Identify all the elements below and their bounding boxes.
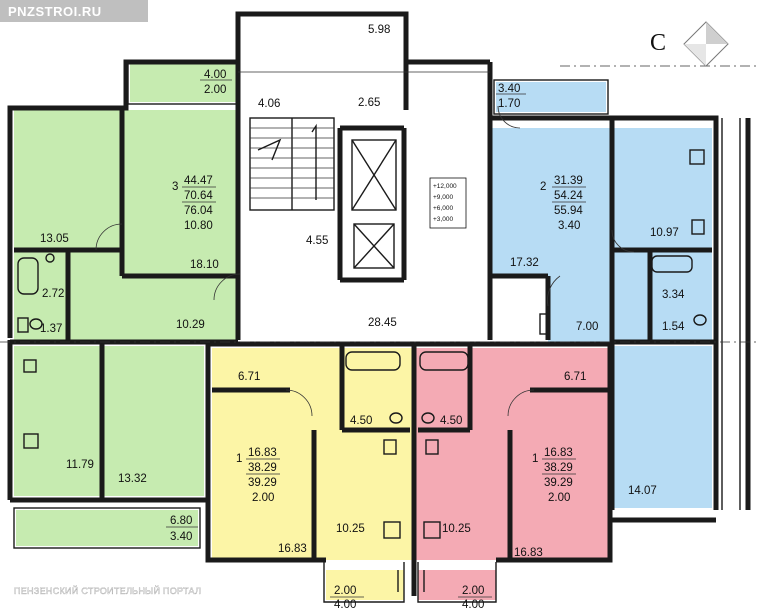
area-pink-1025: 10.25	[442, 523, 471, 535]
green-balcony-bottom	[16, 510, 198, 546]
level-3: +6,000	[433, 205, 453, 212]
area-1332: 13.32	[118, 473, 147, 485]
compass-letter: С	[650, 30, 666, 56]
level-4: +3,000	[433, 216, 453, 223]
area-1810: 18.10	[190, 259, 219, 271]
apt1b-balcony: 2.00	[548, 492, 570, 504]
area-labels: 5.98 4.00 2.00 4.06 2.65 4.55 3.40 1.70 …	[40, 24, 685, 608]
apt2-total-balcony: 55.94	[554, 205, 583, 217]
area-272: 2.72	[42, 288, 64, 300]
levels-box	[429, 177, 467, 229]
area-1179: 11.79	[66, 459, 94, 471]
area-598: 5.98	[368, 24, 390, 36]
area-700: 7.00	[576, 321, 598, 333]
apt3-living: 44.47	[184, 175, 213, 187]
elevator-shafts	[351, 139, 397, 269]
green-room-1179	[14, 346, 100, 496]
area-334: 3.34	[662, 289, 685, 301]
blue-room-700	[548, 274, 612, 342]
apt3-total-balcony: 76.04	[184, 205, 213, 217]
pink-balcony	[418, 570, 496, 600]
apt3-balcony: 10.80	[184, 220, 213, 232]
green-room-1332	[104, 346, 204, 496]
area-455: 4.55	[306, 235, 328, 247]
balconies	[13, 61, 609, 549]
apt2-living: 31.39	[554, 175, 583, 187]
area-1305: 13.05	[40, 233, 69, 245]
pink-room-main	[416, 348, 610, 560]
area-154: 1.54	[662, 321, 685, 333]
area-balc-top-left-b: 2.00	[204, 84, 226, 96]
axis-lines	[0, 65, 760, 343]
area-1732: 17.32	[510, 257, 539, 269]
level-2: +9,000	[433, 194, 453, 201]
levels-list: +12,000 +9,000 +6,000 +3,000	[433, 183, 457, 223]
apt1a-living: 16.83	[248, 447, 277, 459]
watermark-top: PNZSTROI.RU	[8, 4, 102, 19]
apt2-balcony: 3.40	[558, 220, 580, 232]
area-1097: 10.97	[650, 227, 679, 239]
green-room-1810	[122, 110, 240, 340]
area-balc-yellow: 2.00	[334, 585, 356, 597]
area-balc-bl-a: 6.80	[170, 515, 192, 527]
stair-flights	[249, 117, 335, 211]
area-1029: 10.29	[176, 319, 205, 331]
area-balc-yellow-2: 4.00	[334, 599, 356, 608]
fixtures	[17, 149, 707, 592]
apt3-rooms: 3	[172, 181, 178, 193]
area-406: 4.06	[258, 98, 280, 110]
door-swings	[95, 105, 635, 417]
area-265: 2.65	[358, 97, 380, 109]
area-balc-pink-2: 4.00	[462, 599, 484, 608]
blue-balcony-top	[496, 82, 606, 112]
area-yellow-1683: 16.83	[278, 543, 307, 555]
area-balc-right-a: 3.40	[498, 83, 520, 95]
apt1a-total-balcony: 39.29	[248, 477, 277, 489]
apt1b-rooms: 1	[532, 453, 538, 465]
area-yellow-1025: 10.25	[336, 523, 365, 535]
area-balc-pink: 2.00	[462, 585, 484, 597]
apt1b-total-balcony: 39.29	[544, 477, 573, 489]
apt1b-total: 38.29	[544, 462, 573, 474]
level-1: +12,000	[433, 183, 457, 190]
area-pink-450: 4.50	[440, 415, 462, 427]
apt1a-rooms: 1	[236, 453, 242, 465]
compass: С	[650, 21, 729, 67]
area-1407: 14.07	[628, 485, 657, 497]
area-balc-right-b: 1.70	[498, 98, 520, 110]
apt1b-living: 16.83	[544, 447, 573, 459]
blue-room-1732	[492, 128, 612, 274]
apartment-3-summary: 3 44.47 70.64 76.04 10.80	[172, 175, 216, 232]
area-137: 1.37	[40, 323, 62, 335]
apt1a-balcony: 2.00	[252, 492, 274, 504]
apt3-total: 70.64	[184, 190, 213, 202]
apt2-total: 54.24	[554, 190, 583, 202]
blue-room-1407	[612, 346, 712, 508]
apartment-3-fill	[14, 62, 240, 546]
area-pink-671: 6.71	[564, 371, 586, 383]
area-yellow-450: 4.50	[350, 415, 372, 427]
apt1a-total: 38.29	[248, 462, 277, 474]
area-balc-bl-b: 3.40	[170, 531, 192, 543]
area-corridor-2845: 28.45	[368, 317, 397, 329]
watermark-bottom: ПЕНЗЕНСКИЙ СТРОИТЕЛЬНЫЙ ПОРТАЛ	[14, 585, 201, 596]
area-yellow-671: 6.71	[238, 371, 260, 383]
apartment-1b-summary: 1 16.83 38.29 39.29 2.00	[532, 447, 576, 504]
area-balc-top-left-a: 4.00	[204, 69, 226, 81]
yellow-balcony	[326, 570, 404, 600]
apt2-rooms: 2	[540, 181, 546, 193]
apartment-1a-summary: 1 16.83 38.29 39.29 2.00	[236, 447, 280, 504]
area-pink-1683: 16.83	[514, 547, 543, 559]
apartment-1b-fill	[416, 348, 610, 600]
watermark-top-bg	[0, 0, 148, 22]
green-balcony-top	[130, 62, 236, 102]
apartment-2-summary: 2 31.39 54.24 55.94 3.40	[540, 175, 586, 232]
walls	[7, 11, 751, 603]
